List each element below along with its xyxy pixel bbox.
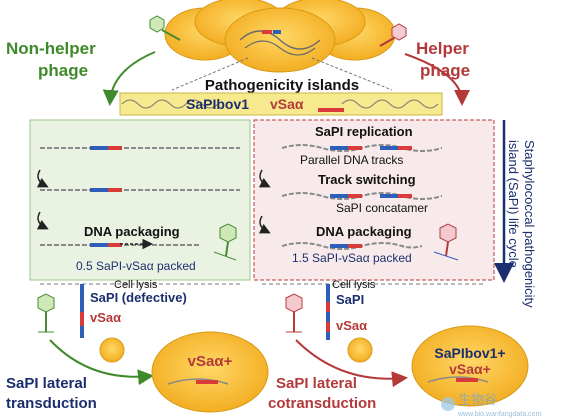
left-phage-icon: [213, 223, 237, 261]
watermark-url: www.bio.wanfangdata.com: [457, 411, 541, 418]
left-dna-packaging-label: DNA packaging: [84, 224, 180, 239]
left-sapi-strand: [80, 284, 84, 338]
right-dna-packaging-label: DNA packaging: [316, 224, 412, 239]
non-helper-phage-icon: [149, 15, 181, 41]
watermark-name: 生物谷: [458, 392, 497, 407]
right-gene-label: vSaα: [336, 318, 367, 333]
right-cell-lysis-label: Cell lysis: [332, 279, 376, 291]
parallel-tracks-label: Parallel DNA tracks: [300, 153, 403, 167]
right-outcome-line1: SaPI lateral: [276, 375, 357, 392]
left-recipient-cell: [151, 331, 269, 413]
helper-arrow: [404, 53, 470, 106]
non-helper-arrow: [102, 51, 156, 106]
helper-label-line1: Helper: [416, 39, 469, 58]
right-dna-tracks: [258, 144, 443, 250]
watermark-logo: 生物谷 www.bio.wanfangdata.com: [441, 392, 541, 418]
right-sapi-label: SaPI: [336, 292, 364, 307]
left-packed-label: 0.5 SaPI-vSaα packed: [76, 259, 196, 273]
non-helper-panel: [29, 119, 251, 281]
right-sapi-strand: [326, 284, 330, 340]
right-cell-label-line2: vSaα+: [449, 361, 491, 377]
left-lower-phage-icon: [37, 293, 55, 333]
track-switching-label: Track switching: [318, 172, 416, 187]
right-cell-label-line1: SaPIbov1+: [434, 345, 505, 361]
right-small-cell: [347, 337, 373, 363]
right-phage-icon: [433, 223, 459, 261]
right-outcome-line2: cotransduction: [268, 395, 376, 412]
right-lower-phage-icon: [285, 293, 303, 333]
side-title-line1: Staphylococcal pathogenicity: [522, 140, 537, 308]
left-gene-label: vSaα: [90, 310, 121, 325]
non-helper-label-line1: Non-helper: [6, 39, 96, 58]
right-packed-label: 1.5 SaPI-vSaα packed: [292, 251, 412, 265]
pathogenicity-islands-title: Pathogenicity islands: [205, 77, 359, 94]
left-outcome-line2: transduction: [6, 395, 97, 412]
right-cotransduction-arrow: [295, 339, 408, 388]
side-title: Staphylococcal pathogenicity island (SaP…: [506, 140, 537, 308]
sapi-island-bar: [119, 92, 443, 116]
left-cell-lysis-label: Cell lysis: [114, 279, 158, 291]
right-recipient-cell: [411, 325, 529, 407]
non-helper-label-line2: phage: [38, 61, 88, 80]
left-sapi-label: SaPI (defective): [90, 290, 187, 305]
sapi-replication-label: SaPI replication: [315, 124, 413, 139]
island-name-label: SaPIbov1: [186, 96, 249, 112]
helper-panel: [253, 119, 495, 281]
helper-phage-icon: [379, 23, 407, 47]
left-transduction-arrow: [49, 339, 154, 386]
sapi-concatamer-label: SaPI concatamer: [336, 201, 428, 215]
left-small-cell: [99, 337, 125, 363]
left-cell-label: vSaα+: [188, 353, 233, 370]
island-gene-label: vSaα: [270, 96, 304, 112]
bacteria-cluster: [164, 0, 396, 73]
left-outcome-line1: SaPI lateral: [6, 375, 87, 392]
side-title-line2: island (SaPI) life cycle: [506, 140, 521, 268]
left-dna-tracks: [36, 146, 240, 250]
